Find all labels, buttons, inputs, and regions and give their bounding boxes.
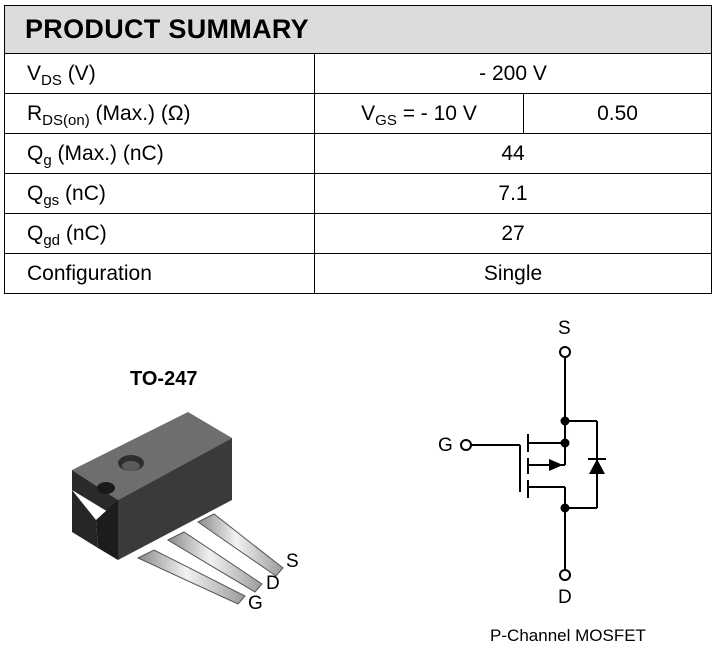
product-summary-table: PRODUCT SUMMARY VDS (V) - 200 V RDS(on) …	[3, 5, 713, 294]
pin-label-s: S	[286, 551, 299, 572]
param-value: - 200 V	[313, 53, 713, 94]
body-diode-icon	[589, 459, 605, 474]
pin-label-g: G	[248, 593, 263, 614]
param-value: 27	[313, 213, 713, 254]
table-row: Qg (Max.) (nC) 44	[4, 133, 713, 174]
param-value: Single	[313, 253, 713, 294]
pin-label-d: D	[266, 573, 280, 594]
table-row: Qgd (nC) 27	[4, 213, 713, 254]
param-label: Qgd (nC)	[4, 213, 315, 254]
table-row: RDS(on) (Max.) (Ω) VGS = - 10 V 0.50	[4, 93, 713, 134]
param-label: Configuration	[4, 253, 315, 294]
package-body	[72, 412, 232, 560]
param-label: RDS(on) (Max.) (Ω)	[4, 93, 315, 134]
schematic-caption: P-Channel MOSFET	[490, 626, 646, 645]
param-label: Qg (Max.) (nC)	[4, 133, 315, 174]
table-title: PRODUCT SUMMARY	[3, 5, 713, 54]
table-row: Configuration Single	[4, 253, 713, 294]
param-value: 0.50	[522, 93, 713, 134]
table-header-row: PRODUCT SUMMARY	[3, 5, 713, 54]
schematic-label-d: D	[558, 587, 572, 608]
schematic-label-g: G	[438, 435, 453, 456]
schematic-label-s: S	[558, 318, 571, 339]
package-name: TO-247	[130, 368, 198, 390]
param-label: Qgs (nC)	[4, 173, 315, 214]
package-leads	[136, 513, 284, 605]
param-condition: VGS = - 10 V	[314, 93, 524, 134]
